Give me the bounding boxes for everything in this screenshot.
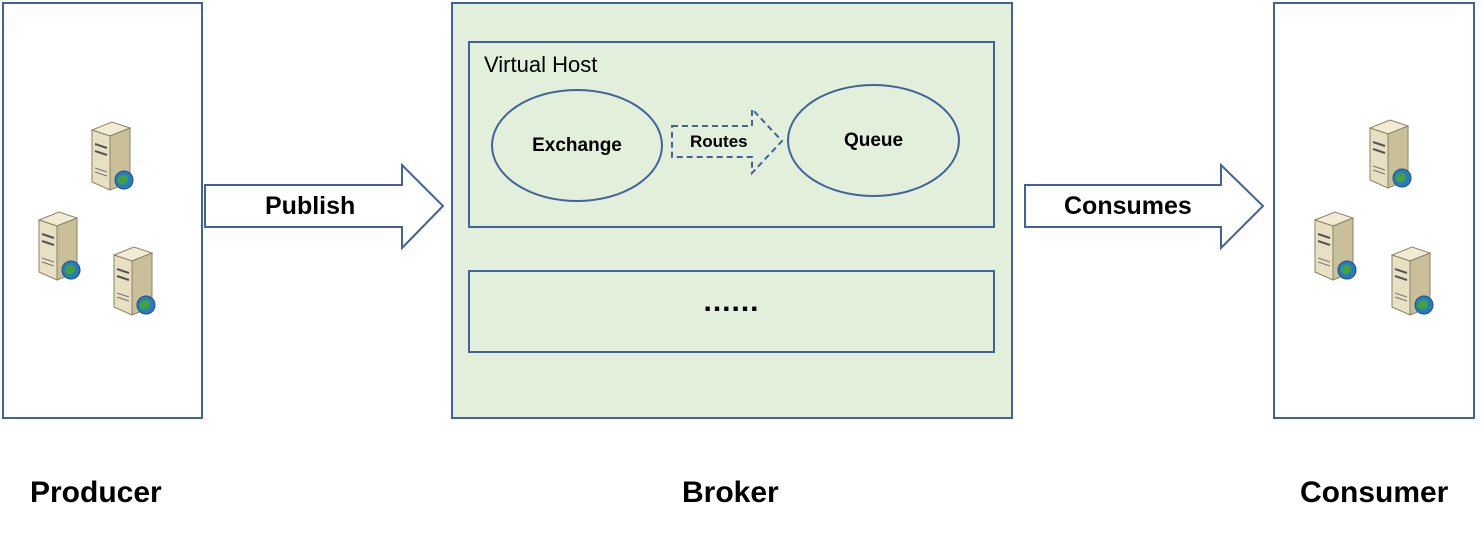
routes-label: Routes (690, 132, 748, 151)
broker-label: Broker (682, 476, 779, 509)
consumes-label: Consumes (1064, 192, 1192, 220)
consumer-label: Consumer (1300, 476, 1449, 509)
server-icon (1390, 246, 1434, 316)
server-icon (112, 246, 156, 316)
exchange-node: Exchange (491, 89, 663, 202)
server-icon (37, 211, 81, 281)
consumer-box (1273, 2, 1475, 419)
producer-label: Producer (30, 476, 162, 509)
server-icon (1368, 119, 1412, 189)
publish-label: Publish (265, 192, 356, 220)
server-icon (1313, 211, 1357, 281)
queue-label: Queue (843, 129, 904, 151)
virtual-host-title: Virtual Host (484, 52, 598, 77)
routes-arrow (671, 106, 784, 176)
queue-node: Queue (787, 84, 960, 197)
more-vhosts-box (468, 270, 995, 353)
more-ellipsis: ...... (703, 285, 760, 318)
server-icon (90, 121, 134, 191)
producer-box (2, 2, 203, 419)
publish-arrow (204, 162, 445, 251)
exchange-label: Exchange (532, 134, 622, 156)
consumes-arrow (1024, 162, 1265, 251)
